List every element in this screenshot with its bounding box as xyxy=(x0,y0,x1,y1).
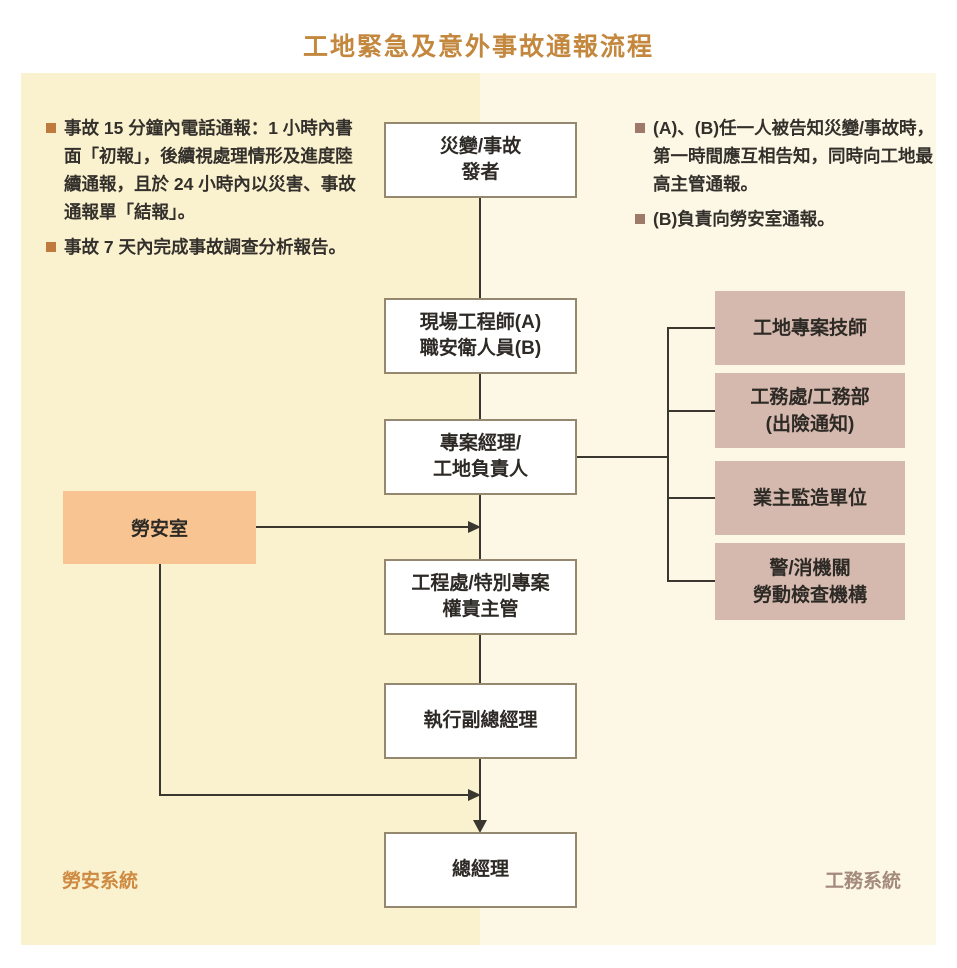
dept-box-police-fire-labor-inspection: 警/消機關 勞動檢查機構 xyxy=(715,543,905,620)
connector-line xyxy=(479,374,481,419)
note-text: 事故 7 天內完成事故調查分析報告。 xyxy=(64,237,346,257)
connector-line xyxy=(479,198,481,298)
flow-box-project-manager: 專案經理/ 工地負責人 xyxy=(384,419,577,495)
note-text: (B)負責向勞安室通報。 xyxy=(653,209,835,229)
connector-line xyxy=(256,526,470,528)
left-notes-list: 事故 15 分鐘內電話通報：1 小時內書面「初報」，後續視處理情形及進度陸續通報… xyxy=(46,114,364,268)
note-item: 事故 15 分鐘內電話通報：1 小時內書面「初報」，後續視處理情形及進度陸續通報… xyxy=(46,114,364,226)
bullet-square-icon xyxy=(635,123,645,133)
arrow-right-icon xyxy=(468,789,481,801)
footer-label-works-system: 工務系統 xyxy=(825,871,902,892)
bullet-square-icon xyxy=(635,214,645,224)
flow-box-site-engineer-safety-staff: 現場工程師(A) 職安衛人員(B) xyxy=(384,298,577,374)
connector-line xyxy=(668,410,715,412)
arrow-down-icon xyxy=(473,820,487,833)
note-item: (B)負責向勞安室通報。 xyxy=(635,205,935,233)
connector-line xyxy=(668,327,715,329)
bullet-square-icon xyxy=(46,242,56,252)
bullet-square-icon xyxy=(46,123,56,133)
connector-line xyxy=(159,794,470,796)
connector-line xyxy=(577,456,668,458)
dept-box-site-project-technician: 工地專案技師 xyxy=(715,291,905,365)
connector-line xyxy=(159,564,161,796)
flow-box-labor-safety-office: 勞安室 xyxy=(63,491,256,564)
flow-box-division-responsible-supervisor: 工程處/特別專案 權責主管 xyxy=(384,559,577,635)
page-title: 工地緊急及意外事故通報流程 xyxy=(302,33,654,61)
connector-line xyxy=(667,327,669,582)
connector-line xyxy=(668,497,715,499)
footer-label-labor-safety-system: 勞安系統 xyxy=(62,871,139,892)
arrow-right-icon xyxy=(468,521,481,533)
flow-box-general-manager: 總經理 xyxy=(384,832,577,908)
flow-box-executive-vice-president: 執行副總經理 xyxy=(384,683,577,759)
flow-box-incident-discoverer: 災變/事故 發者 xyxy=(384,122,577,198)
dept-box-works-division-claim-notice: 工務處/工務部 (出險通知) xyxy=(715,373,905,448)
note-item: 事故 7 天內完成事故調查分析報告。 xyxy=(46,233,364,261)
note-item: (A)、(B)任一人被告知災變/事故時，第一時間應互相告知，同時向工地最高主管通… xyxy=(635,114,935,198)
right-notes-list: (A)、(B)任一人被告知災變/事故時，第一時間應互相告知，同時向工地最高主管通… xyxy=(635,114,935,240)
dept-box-owner-supervision-unit: 業主監造單位 xyxy=(715,461,905,535)
connector-line xyxy=(479,635,481,683)
note-text: (A)、(B)任一人被告知災變/事故時，第一時間應互相告知，同時向工地最高主管通… xyxy=(653,118,934,194)
note-text: 事故 15 分鐘內電話通報：1 小時內書面「初報」，後續視處理情形及進度陸續通報… xyxy=(64,118,356,222)
connector-line xyxy=(668,580,715,582)
